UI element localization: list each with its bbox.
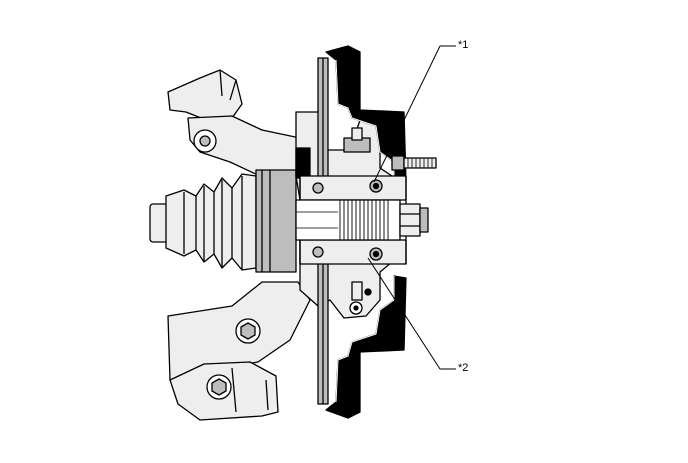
- leader-lines: [367, 45, 456, 370]
- callout-2-label: *2: [458, 362, 469, 374]
- leader-line-2: [367, 257, 456, 370]
- drive-shaft-boot: [149, 169, 297, 273]
- upper-arm: [167, 69, 306, 177]
- lower-arm: [167, 281, 311, 421]
- callout-1-label: *1: [458, 39, 469, 51]
- leader-line-1: [373, 45, 456, 183]
- hub-nut: [399, 203, 429, 237]
- speed-sensor: [343, 127, 372, 315]
- axle-hub-bearing: [299, 175, 407, 265]
- splined-shaft: [295, 199, 401, 241]
- hub-bolt: [391, 155, 437, 171]
